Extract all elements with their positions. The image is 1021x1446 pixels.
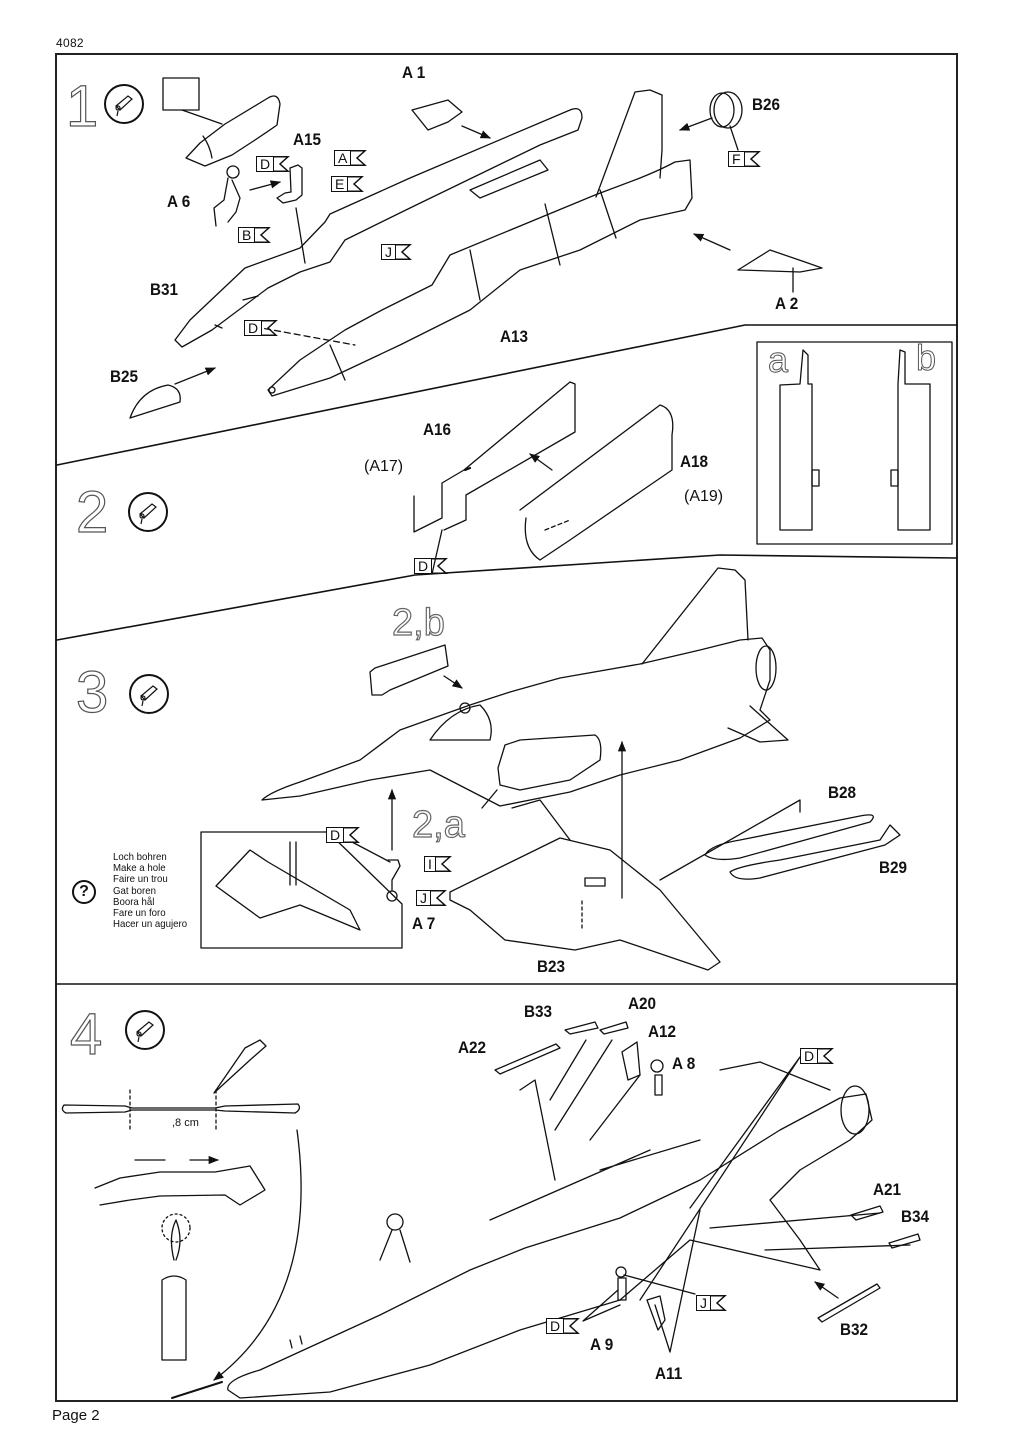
step4-stretched-sprue [61, 1089, 301, 1131]
step-number-2: 2 [75, 480, 109, 545]
color-flag-i: I [424, 856, 452, 874]
divider-1-2 [56, 324, 958, 466]
color-flag-d: D [256, 156, 291, 174]
color-flag-j: J [381, 244, 412, 262]
step2-intake-panel-a16 [413, 381, 576, 575]
part-label-b33: B33 [524, 1002, 553, 1021]
color-flag-b: B [238, 227, 272, 245]
part-label-a2: A 2 [775, 294, 799, 313]
step3-panel-2b [369, 644, 463, 696]
step-number-4: 4 [69, 1002, 103, 1067]
step4-aircraft-underside [227, 1061, 873, 1399]
reference-2b: 2,b [391, 602, 445, 644]
reference-2a: 2,a [411, 804, 465, 846]
part-label-b26: B26 [752, 95, 781, 114]
part-label-b25: B25 [110, 367, 139, 386]
step1-fuselage-right-half [244, 89, 693, 397]
divider-2-3 [56, 554, 958, 641]
step1-stabilizer-a2 [693, 233, 823, 293]
color-flag-e: E [331, 176, 365, 194]
step3-assembled-fuselage [261, 567, 789, 807]
color-flag-d: D [546, 1318, 581, 1336]
part-label-b34: B34 [901, 1207, 930, 1226]
part-label-a19: (A19) [684, 488, 724, 505]
step3-wing-b23 [449, 740, 721, 971]
step4-knife [213, 1039, 267, 1094]
step2-variant-box [756, 341, 953, 545]
part-label-a18: A18 [680, 452, 709, 471]
part-label-a12: A12 [648, 1022, 677, 1041]
step4-pitot-line [171, 1381, 223, 1399]
step2-intake-a18 [519, 404, 674, 561]
step1-pilot-figure [213, 165, 241, 227]
part-label-a8: A 8 [672, 1054, 696, 1073]
step1-fuselage-left-half [174, 107, 583, 348]
part-label-a21: A21 [873, 1180, 902, 1199]
step1-canopy [162, 77, 281, 167]
help-line-en: Make a hole [113, 862, 166, 875]
help-line-fr: Faire un trou [113, 873, 168, 886]
page-number: Page 2 [52, 1407, 100, 1424]
glue-tube-icon [125, 1010, 165, 1050]
step3-drill-inset [200, 831, 403, 949]
color-flag-d: D [800, 1048, 835, 1066]
step3-pylon-tank-b28-b29 [659, 799, 901, 881]
sprue-length-dimension: ,8 cm [172, 1117, 199, 1129]
part-label-a13: A13 [500, 327, 529, 346]
variant-label-b: b [915, 337, 937, 378]
color-flag-j: J [696, 1295, 727, 1313]
part-label-b32: B32 [840, 1320, 869, 1339]
step4-curve-arrow [213, 1129, 302, 1381]
part-label-b29: B29 [879, 858, 908, 877]
part-label-a1: A 1 [402, 63, 426, 82]
part-label-a6: A 6 [167, 192, 191, 211]
document-code: 4082 [56, 36, 84, 50]
part-label-a16: A16 [423, 420, 452, 439]
step4-candle [161, 1213, 191, 1361]
help-line-es: Hacer un agujero [113, 918, 188, 931]
help-line-de: Loch bohren [113, 851, 167, 863]
color-flag-j: J [416, 890, 447, 908]
part-label-a20: A20 [628, 994, 657, 1013]
part-label-b31: B31 [150, 280, 179, 299]
part-label-a9: A 9 [590, 1335, 614, 1354]
color-flag-a: A [334, 150, 368, 168]
part-label-a11: A11 [655, 1364, 683, 1383]
step-number-3: 3 [75, 660, 109, 725]
instructions-frame [55, 53, 958, 1402]
part-label-a17: (A17) [364, 458, 404, 475]
color-flag-d: D [244, 320, 279, 338]
part-label-b23: B23 [537, 957, 566, 976]
step4-hands-stretching [94, 1160, 266, 1206]
glue-tube-icon [104, 84, 144, 124]
variant-label-a: a [767, 339, 789, 380]
step-number-1: 1 [65, 74, 99, 139]
part-label-a22: A22 [458, 1038, 487, 1057]
step4-leader-lines [549, 1039, 911, 1353]
step3-nosegear-a7 [351, 788, 401, 902]
drill-hole-instructions: Loch bohren Make a hole Faire un trou Ga… [113, 851, 188, 931]
glue-tube-icon [129, 674, 169, 714]
part-label-a7: A 7 [412, 914, 436, 933]
step3-intake-2a [481, 734, 602, 809]
step1-nosecone-b25 [129, 367, 216, 419]
part-label-b28: B28 [828, 783, 857, 802]
question-icon: ? [72, 880, 96, 904]
help-line-sv: Boora hål [113, 895, 155, 908]
step1-nozzle-b26 [679, 91, 743, 151]
color-flag-d: D [326, 827, 361, 845]
glue-tube-icon [128, 492, 168, 532]
step1-fin-a1 [411, 99, 491, 139]
help-line-nl: Gat boren [113, 884, 156, 897]
step1-seat [249, 164, 306, 264]
color-flag-d: D [414, 558, 449, 576]
help-line-it: Fare un foro [113, 907, 166, 920]
color-flag-f: F [728, 151, 761, 169]
part-label-a15: A15 [293, 130, 322, 149]
